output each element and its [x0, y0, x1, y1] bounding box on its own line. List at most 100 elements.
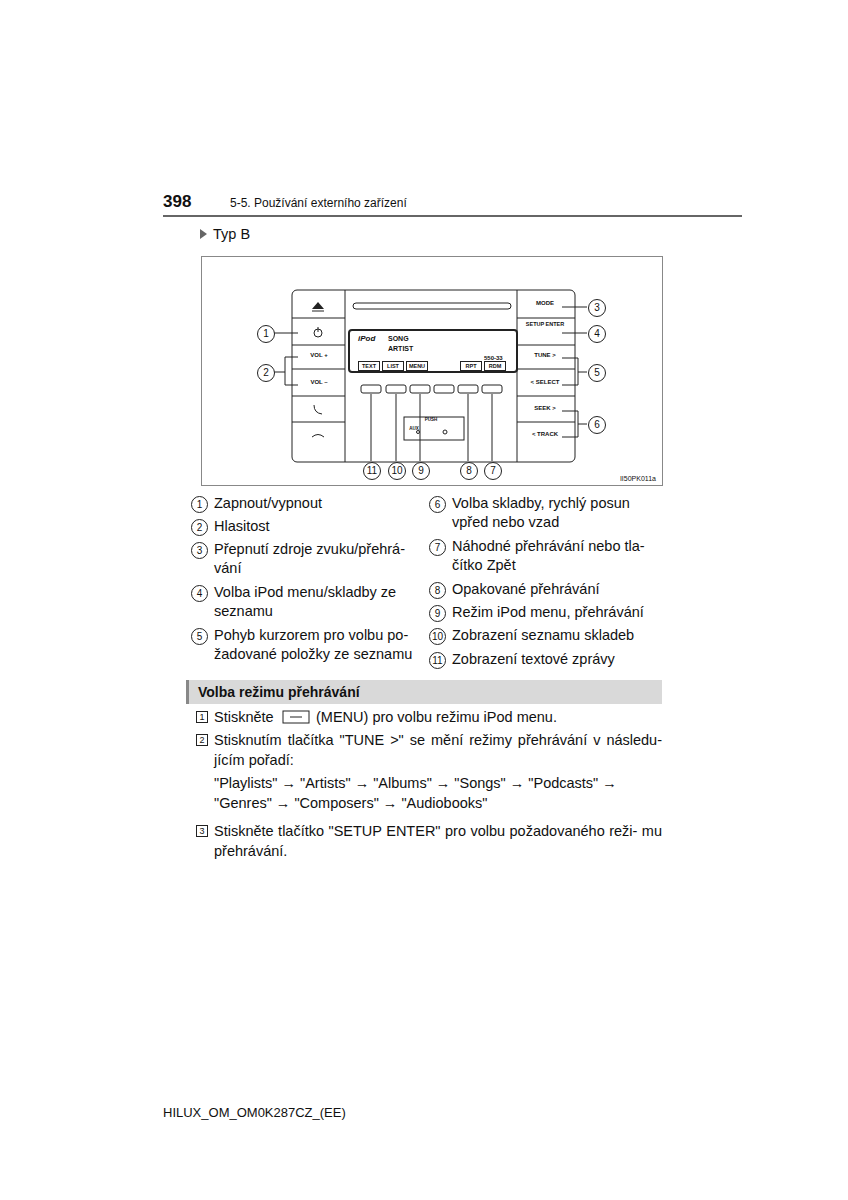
callout-number: 4	[191, 585, 208, 602]
page-header: Typ B	[213, 225, 250, 244]
display-text: TEXT	[358, 361, 380, 371]
callout-number: 9	[429, 605, 446, 622]
eject-symbol	[312, 302, 324, 309]
callout-number-text: 8	[435, 586, 441, 596]
callout-description: Náhodné přehrávání nebo tla- čítko Zpět	[452, 537, 666, 575]
page-footer: HILUX_OM_OM0K287CZ_(EE)	[163, 1105, 346, 1122]
callout-number: 3	[588, 299, 606, 317]
section-heading-text: Volba režimu přehrávání	[189, 680, 662, 704]
display-text: LIST	[382, 361, 404, 371]
callout-number: 6	[429, 496, 446, 513]
callout-description: Opakované přehrávání	[452, 580, 666, 599]
callout-number-text: 2	[263, 368, 269, 378]
step-text: Stisknutím tlačítka "TUNE >" se mění rež…	[214, 730, 662, 770]
callout-number-text: 6	[435, 500, 441, 510]
button-label: VOL +	[297, 352, 341, 358]
callout-number: 6	[588, 416, 606, 434]
callout-description: Zobrazení textové zprávy	[452, 650, 666, 669]
callout-number-text: 3	[594, 303, 600, 313]
callout-number: 4	[588, 325, 606, 343]
step-text: Stiskněte tlačítko "SETUP ENTER" pro vol…	[214, 821, 662, 861]
display-text: SONG	[388, 335, 409, 343]
callout-description: Volba skladby, rychlý posun vpřed nebo v…	[452, 494, 666, 532]
section-heading: Volba režimu přehrávání	[186, 680, 662, 704]
callout-description: Pohyb kurzorem pro volbu po- žadované po…	[214, 626, 419, 664]
callout-number: 7	[429, 539, 446, 556]
callout-number: 5	[191, 628, 208, 645]
radio-unit	[292, 290, 575, 462]
step-number-text: 2	[199, 736, 204, 745]
callout-number-text: 11	[432, 656, 442, 666]
header-rule	[163, 215, 742, 217]
callout-number: 5	[588, 364, 606, 382]
step-text: (MENU) pro volbu režimu iPod menu.	[316, 707, 557, 727]
callout-number-text: 5	[197, 632, 203, 642]
callout-number-text: 9	[418, 466, 424, 476]
button-label: MODE	[525, 300, 565, 306]
button-label: TUNE >	[523, 352, 567, 358]
display-text: RDM	[484, 361, 506, 371]
callout-description: Hlasitost	[214, 517, 419, 536]
callout-description: Přepnutí zdroje zvuku/přehrá- vání	[214, 540, 419, 578]
step-text: Stiskněte	[214, 707, 274, 727]
callout-number-text: 4	[594, 329, 600, 339]
bullet-triangle	[200, 229, 207, 239]
button-label: < TRACK	[523, 431, 567, 437]
callout-number-text: 5	[594, 368, 600, 378]
menu-button-icon	[282, 710, 310, 724]
button-label: PUSH	[416, 418, 446, 423]
step-number: 2	[196, 734, 208, 746]
illustration-frame: II50PK011aiPodSONGARTIST550-33TEXTLISTME…	[201, 256, 663, 486]
callout-number: 8	[460, 462, 478, 480]
callout-number: 11	[429, 652, 446, 669]
step-number-text: 1	[199, 713, 204, 722]
button-label: VOL –	[297, 379, 341, 385]
callout-number: 9	[412, 462, 430, 480]
callout-number-text: 10	[432, 632, 443, 642]
button-label: SETUP ENTER	[523, 322, 567, 328]
callout-number-text: 8	[466, 466, 472, 476]
callout-number-text: 7	[435, 543, 441, 553]
callout-number-text: 2	[197, 523, 203, 533]
callout-number: 3	[191, 542, 208, 559]
callout-number-text: 11	[367, 466, 377, 476]
page-header: 5-5. Používání externího zařízení	[230, 196, 407, 212]
leader-line	[274, 307, 587, 461]
radio-display: iPodSONGARTIST550-33TEXTLISTMENURPTRDM	[348, 329, 518, 373]
callout-description: Režim iPod menu, přehrávání	[452, 603, 666, 622]
display-text: ARTIST	[388, 345, 413, 353]
button-label: < SELECT	[523, 379, 567, 385]
callout-number: 1	[257, 325, 275, 343]
step-text: "Playlists" → "Artists" → "Albums" → "So…	[214, 773, 662, 813]
callout-number: 2	[257, 364, 275, 382]
callout-number-text: 1	[197, 500, 203, 510]
display-text: iPod	[358, 335, 375, 344]
callout-number: 7	[484, 462, 502, 480]
figure-code: II50PK011a	[620, 475, 656, 482]
step-number: 1	[196, 711, 208, 723]
step-number-text: 3	[199, 827, 204, 836]
callout-number-text: 4	[197, 589, 203, 599]
callout-description: Volba iPod menu/skladby ze seznamu	[214, 583, 419, 621]
callout-description: Zobrazení seznamu skladeb	[452, 626, 666, 645]
callout-number: 10	[388, 462, 406, 480]
step-number: 3	[196, 825, 208, 837]
callout-description: Zapnout/vypnout	[214, 494, 419, 513]
callout-number: 10	[429, 628, 446, 645]
callout-number-text: 7	[490, 466, 496, 476]
callout-number: 11	[363, 462, 381, 480]
callout-number-text: 9	[435, 609, 441, 619]
callout-number-text: 6	[594, 420, 600, 430]
callout-number-text: 1	[263, 329, 269, 339]
page-header: 398	[163, 191, 191, 213]
button-label: AUX	[404, 427, 424, 432]
callout-number: 1	[191, 496, 208, 513]
display-text: MENU	[406, 361, 428, 371]
button-label: SEEK >	[523, 405, 567, 411]
callout-number: 8	[429, 582, 446, 599]
callout-number-text: 10	[391, 466, 402, 476]
eject-symbol	[312, 311, 324, 312]
callout-number: 2	[191, 519, 208, 536]
callout-number-text: 3	[197, 546, 203, 556]
